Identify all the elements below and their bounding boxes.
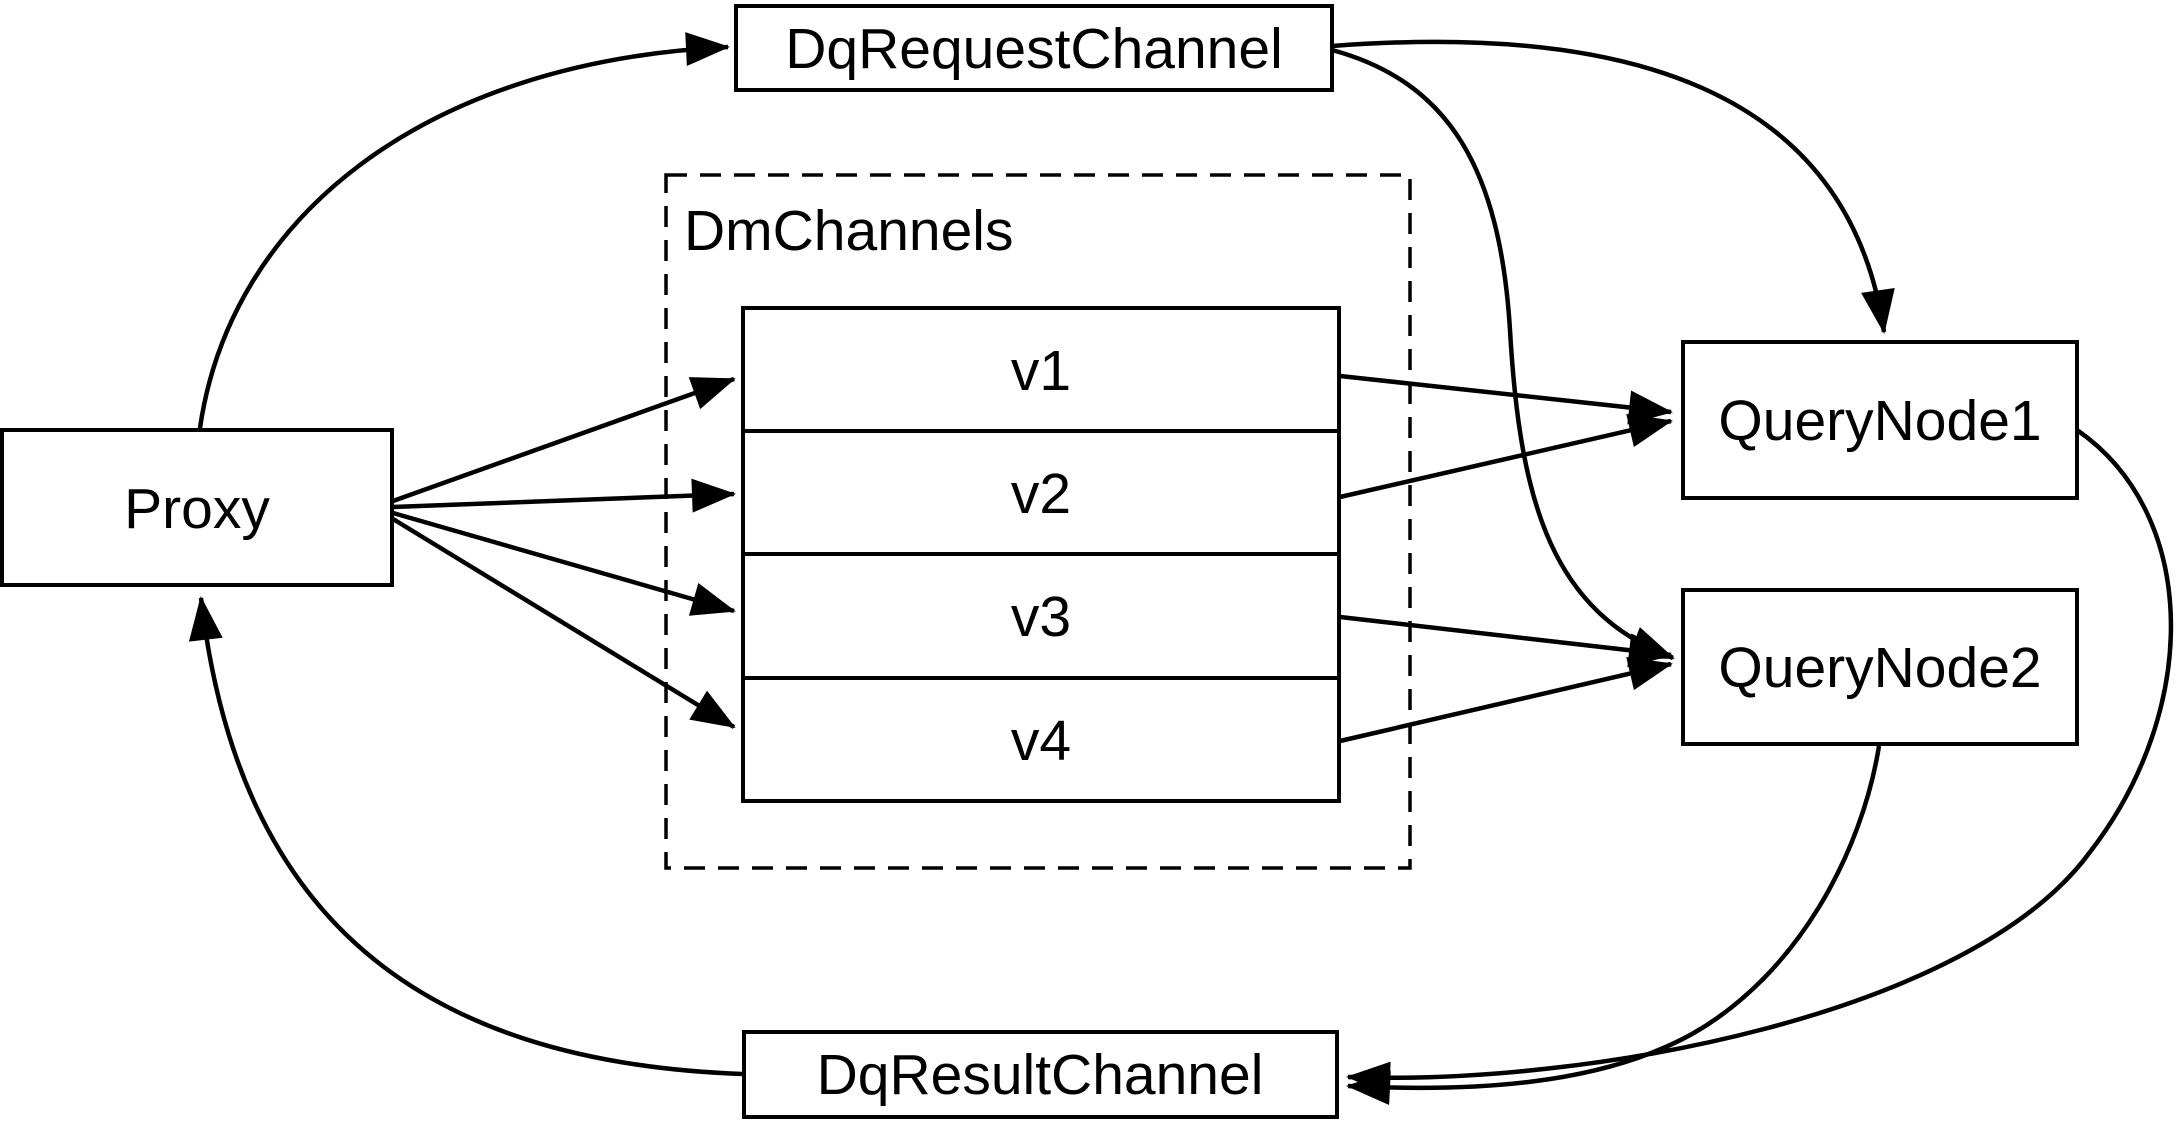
edge-v1-to-query-node-1 (1339, 373, 1673, 425)
node-dq-result-channel: DqResultChannel (742, 1030, 1339, 1119)
edge-query-node-1-to-dq-result-channel (1346, 428, 2174, 1096)
channel-v1-label: v1 (1011, 339, 1071, 403)
query-node-2-label: QueryNode2 (1718, 636, 2041, 700)
dq-request-channel-label: DqRequestChannel (785, 17, 1283, 81)
node-dq-request-channel: DqRequestChannel (734, 4, 1334, 92)
dm-channels-dashed-box (664, 173, 1412, 870)
edge-v2-to-query-node-1 (1339, 413, 1673, 500)
edge-dq-result-channel-to-proxy (188, 596, 743, 1077)
node-query-node-2: QueryNode2 (1681, 588, 2079, 746)
edges (188, 32, 2174, 1106)
query-node-1-label: QueryNode1 (1718, 389, 2041, 453)
channel-v4-label: v4 (1011, 709, 1071, 773)
edge-dq-request-channel-to-query-node-1 (1331, 39, 1895, 334)
group-dm-channels: DmChannels v1 v2 v3 v4 (664, 173, 1412, 870)
node-proxy: Proxy (0, 428, 394, 587)
edge-v3-to-query-node-2 (1339, 614, 1673, 668)
channel-v3-label: v3 (1011, 585, 1071, 649)
query-node-1-box (1681, 340, 2079, 500)
edge-proxy-to-v3 (392, 510, 736, 616)
proxy-label: Proxy (124, 477, 270, 541)
dq-result-channel-box (742, 1030, 1339, 1119)
edge-proxy-to-v1 (392, 376, 736, 504)
edge-query-node-2-to-dq-result-channel (1346, 745, 1882, 1106)
edge-dq-request-channel-to-query-node-2 (1331, 47, 1675, 661)
edge-proxy-to-v4 (391, 517, 736, 729)
dq-request-channel-box (734, 4, 1334, 92)
node-query-node-1: QueryNode1 (1681, 340, 2079, 500)
channel-stack: v1 v2 v3 v4 (741, 306, 1341, 803)
dm-channels-label: DmChannels (684, 199, 1013, 263)
proxy-box (0, 428, 394, 587)
channel-v2-label: v2 (1011, 462, 1071, 526)
edge-proxy-to-dq-request-channel (197, 32, 730, 429)
edge-v4-to-query-node-2 (1339, 656, 1673, 744)
query-node-2-box (1681, 588, 2079, 746)
edge-proxy-to-v2 (392, 478, 736, 513)
dq-result-channel-label: DqResultChannel (817, 1043, 1264, 1107)
